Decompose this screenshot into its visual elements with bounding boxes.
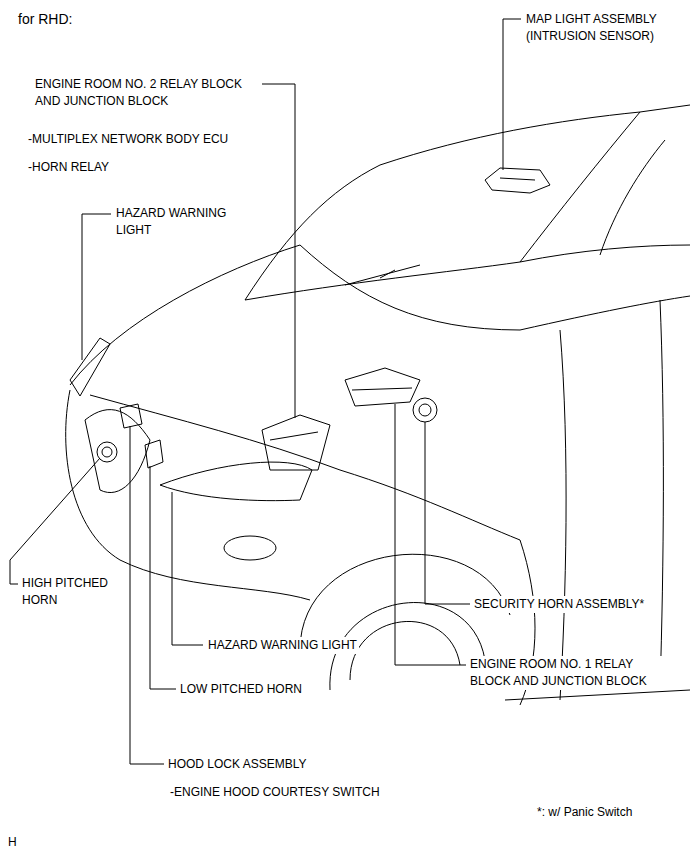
part-label: HAZARD WARNING LIGHT — [114, 205, 243, 239]
part-label: MAP LIGHT ASSEMBLY (INTRUSION SENSOR) — [524, 11, 680, 45]
part-label: ENGINE ROOM NO. 1 RELAY BLOCK AND JUNCTI… — [468, 656, 662, 690]
part-sublabel: -MULTIPLEX NETWORK BODY ECU — [26, 131, 230, 148]
part-label: HIGH PITCHED HORN — [20, 575, 124, 609]
diagram-title: for RHD: — [16, 10, 74, 28]
part-label: HAZARD WARNING LIGHT — [206, 637, 359, 654]
part-sublabel: -HORN RELAY — [26, 159, 111, 176]
part-label: LOW PITCHED HORN — [178, 681, 304, 698]
part-sublabel: -ENGINE HOOD COURTESY SWITCH — [168, 784, 382, 801]
part-label: ENGINE ROOM NO. 2 RELAY BLOCK AND JUNCTI… — [33, 76, 262, 110]
part-label: SECURITY HORN ASSEMBLY* — [472, 596, 646, 613]
footnote: *: w/ Panic Switch — [535, 804, 634, 821]
figure-code: H — [6, 834, 19, 851]
part-label: HOOD LOCK ASSEMBLY — [166, 756, 309, 773]
